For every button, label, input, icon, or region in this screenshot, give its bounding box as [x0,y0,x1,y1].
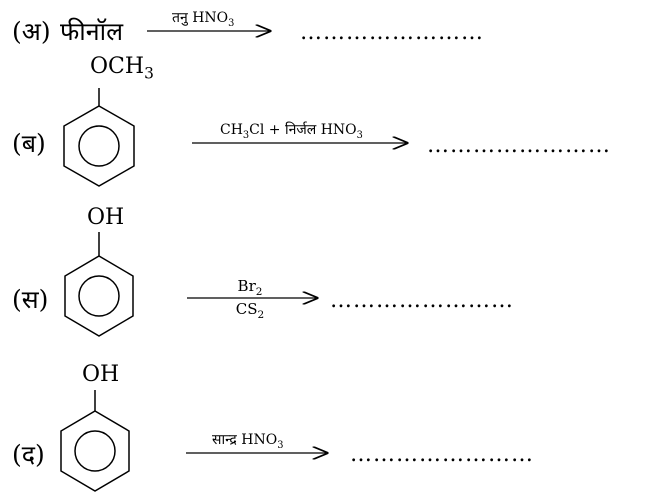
reaction-b-label: (ब) [12,129,46,158]
reaction-a-reagent: तनु HNO3 [172,10,235,29]
reaction-c-reagent-above: Br2 [237,277,263,298]
reaction-b-benzene-ring [63,88,135,187]
reaction-c-product-blank: …………………… [330,288,514,313]
reaction-d-substituent: OH [82,362,120,387]
reaction-d-product-blank: …………………… [350,442,534,467]
reaction-c-substituent: OH [87,205,125,230]
reaction-a-reactant: फीनॉल [60,17,124,46]
reaction-d-benzene-ring [60,390,130,492]
reaction-c-label: (स) [12,285,49,314]
reaction-b-substituent: OCH3 [90,54,154,83]
reaction-c-benzene-ring [64,232,134,337]
reaction-b-product-blank: …………………… [427,133,611,158]
reaction-c-reagent-below: CS2 [235,300,265,321]
reaction-b-reagent: CH3Cl + निर्जल HNO3 [220,122,363,141]
reaction-a-label: (अ) [12,17,51,46]
reaction-d-label: (द) [12,440,45,469]
reaction-d-reagent: सान्द्र HNO3 [212,432,284,451]
reaction-a-product-blank: …………………… [300,20,484,45]
